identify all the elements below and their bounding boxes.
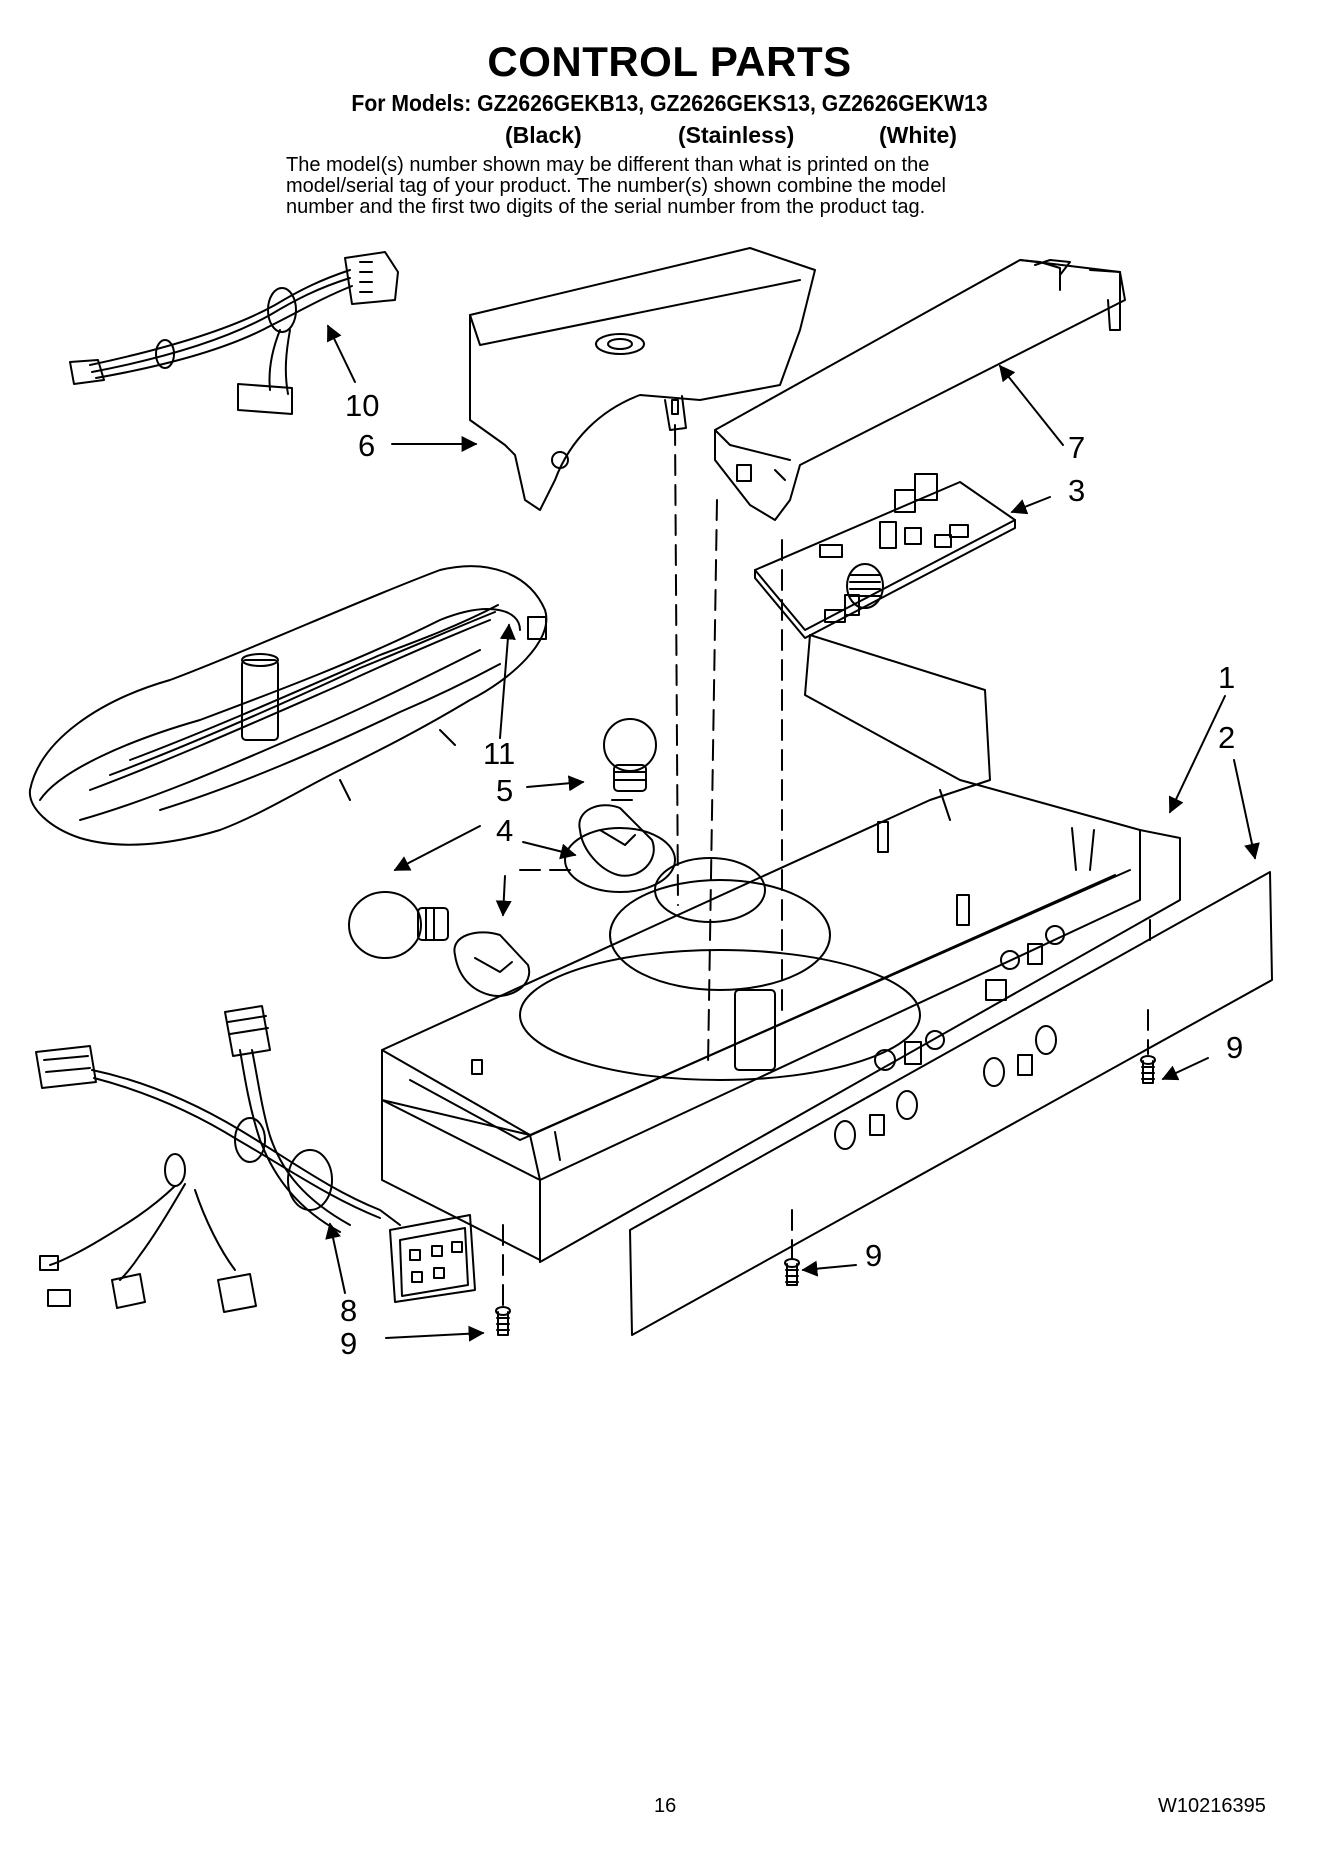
model-note-line: number and the first two digits of the s… (286, 196, 926, 218)
wire-harness-part-10 (70, 252, 398, 414)
screw-part-9-middle (785, 1259, 799, 1285)
screw-part-9-lower-left (496, 1307, 510, 1335)
model-note-line: The model(s) number shown may be differe… (286, 154, 930, 176)
leader-arrows (325, 324, 1260, 1342)
light-bulb-part-5-lower (349, 892, 448, 958)
finish-white: (White) (879, 122, 957, 148)
callout-4: 4 (496, 813, 514, 848)
document-number: W10216395 (1158, 1795, 1266, 1817)
light-shield-part-11 (30, 566, 547, 845)
finish-black: (Black) (505, 122, 582, 148)
housing-cover-part-6 (470, 248, 815, 510)
callout-5: 5 (496, 773, 514, 808)
callout-8: 8 (340, 1293, 358, 1328)
callout-2: 2 (1218, 720, 1236, 755)
control-cover-part-7 (715, 260, 1125, 520)
model-note: The model(s) number shown may be differe… (286, 155, 1086, 218)
callout-3: 3 (1068, 473, 1086, 508)
light-bulb-part-5 (604, 719, 656, 791)
main-harness-part-8 (36, 1006, 475, 1312)
screw-part-9-right (1141, 1056, 1155, 1083)
control-board-part-3 (755, 474, 1015, 638)
callout-1: 1 (1218, 660, 1236, 695)
model-note-line: model/serial tag of your product. The nu… (286, 175, 946, 197)
alignment-lines (503, 425, 1150, 1305)
callout-9-left: 9 (340, 1326, 358, 1361)
callout-9-middle: 9 (865, 1238, 883, 1273)
overlay-panel-part-2 (630, 872, 1272, 1335)
control-housing-part-1 (382, 635, 1180, 1262)
models-line: For Models: GZ2626GEKB13, GZ2626GEKS13, … (351, 90, 988, 116)
callout-11: 11 (483, 736, 516, 771)
light-socket-part-4 (579, 805, 653, 876)
light-socket-part-4-lower (454, 932, 529, 996)
callout-6: 6 (358, 428, 376, 463)
callout-9-right: 9 (1226, 1030, 1244, 1065)
callout-7: 7 (1068, 430, 1086, 465)
page-title: CONTROL PARTS (487, 38, 852, 85)
finish-stainless: (Stainless) (678, 122, 795, 148)
callout-10: 10 (345, 388, 380, 423)
page-number: 16 (654, 1795, 677, 1817)
